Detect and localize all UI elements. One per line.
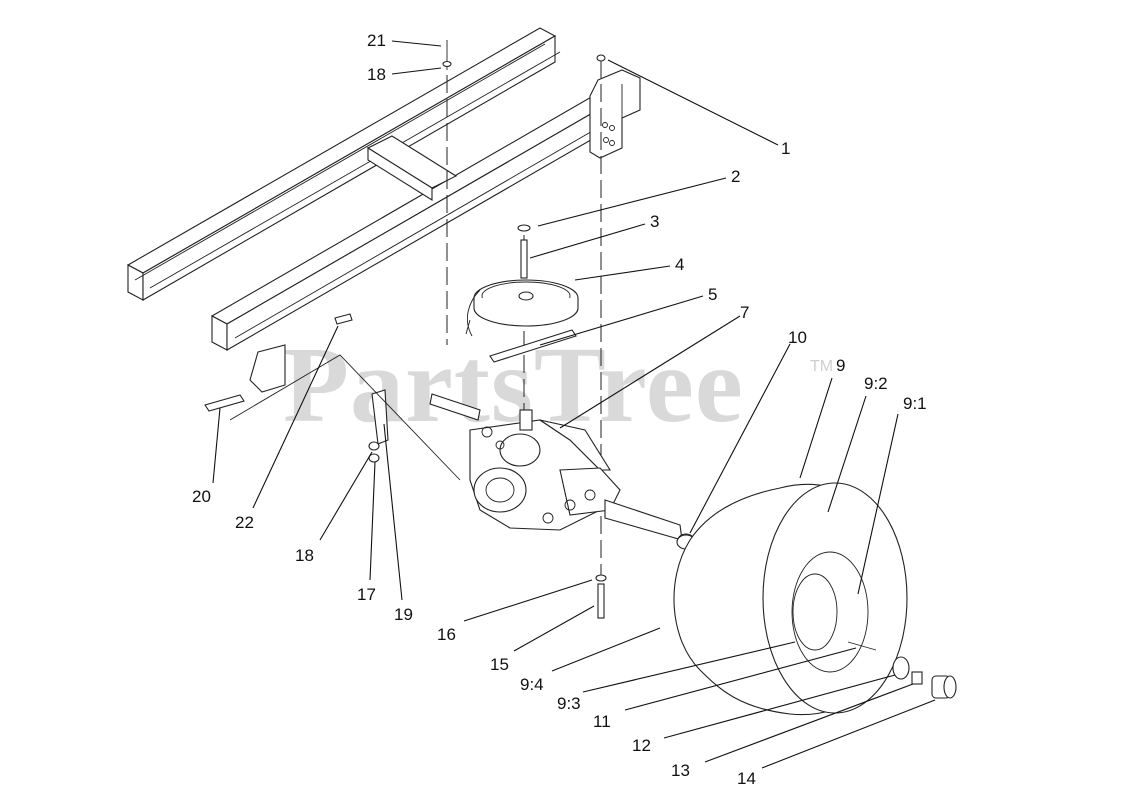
- rear-wheel: [673, 482, 957, 716]
- washer-18: [368, 441, 380, 451]
- key: [520, 239, 528, 279]
- frame-cross-member: [366, 135, 458, 201]
- callout-4: 4: [675, 255, 684, 274]
- callout-15: 15: [490, 655, 509, 674]
- control-link-line: [229, 354, 461, 481]
- callout-10: 10: [788, 328, 807, 347]
- mount-bracket: [249, 344, 286, 393]
- retaining-ring: [517, 224, 531, 232]
- callout-14: 14: [737, 769, 756, 788]
- callout-7: 7: [740, 303, 749, 322]
- callout-9-4: 9:4: [520, 675, 544, 694]
- pin: [334, 313, 353, 325]
- callout-18-mid: 18: [295, 546, 314, 565]
- rear-bracket: [589, 69, 641, 159]
- leader-lines: [212, 40, 936, 769]
- callout-13: 13: [671, 761, 690, 780]
- callout-9-1: 9:1: [903, 394, 927, 413]
- bolt-15: [597, 583, 605, 619]
- pulley: [473, 279, 579, 327]
- callout-11: 11: [593, 712, 611, 731]
- washer-16: [595, 574, 607, 582]
- callout-2: 2: [731, 167, 740, 186]
- callout-18-top: 18: [367, 65, 386, 84]
- transaxle: [429, 393, 695, 547]
- callout-3: 3: [650, 212, 659, 231]
- callout-19: 19: [394, 605, 413, 624]
- watermark-trademark: TM: [810, 358, 834, 375]
- callout-20: 20: [192, 487, 211, 506]
- callout-5: 5: [708, 285, 717, 304]
- drive-belt: [465, 289, 481, 337]
- nut-1: [596, 54, 606, 62]
- callout-9: 9: [836, 356, 845, 375]
- callout-1: 1: [781, 139, 790, 158]
- callout-12: 12: [632, 736, 651, 755]
- spring-link: [204, 394, 245, 412]
- callout-9-2: 9:2: [864, 374, 888, 393]
- callout-17: 17: [357, 585, 376, 604]
- washer-18-top: [442, 60, 452, 68]
- frame-rail-left: [126, 27, 561, 301]
- belt-guide: [489, 329, 577, 363]
- brake-rod: [371, 389, 389, 445]
- callout-21: 21: [367, 31, 386, 50]
- callout-22: 22: [235, 513, 254, 532]
- callout-16: 16: [437, 625, 456, 644]
- callout-9-3: 9:3: [557, 694, 581, 713]
